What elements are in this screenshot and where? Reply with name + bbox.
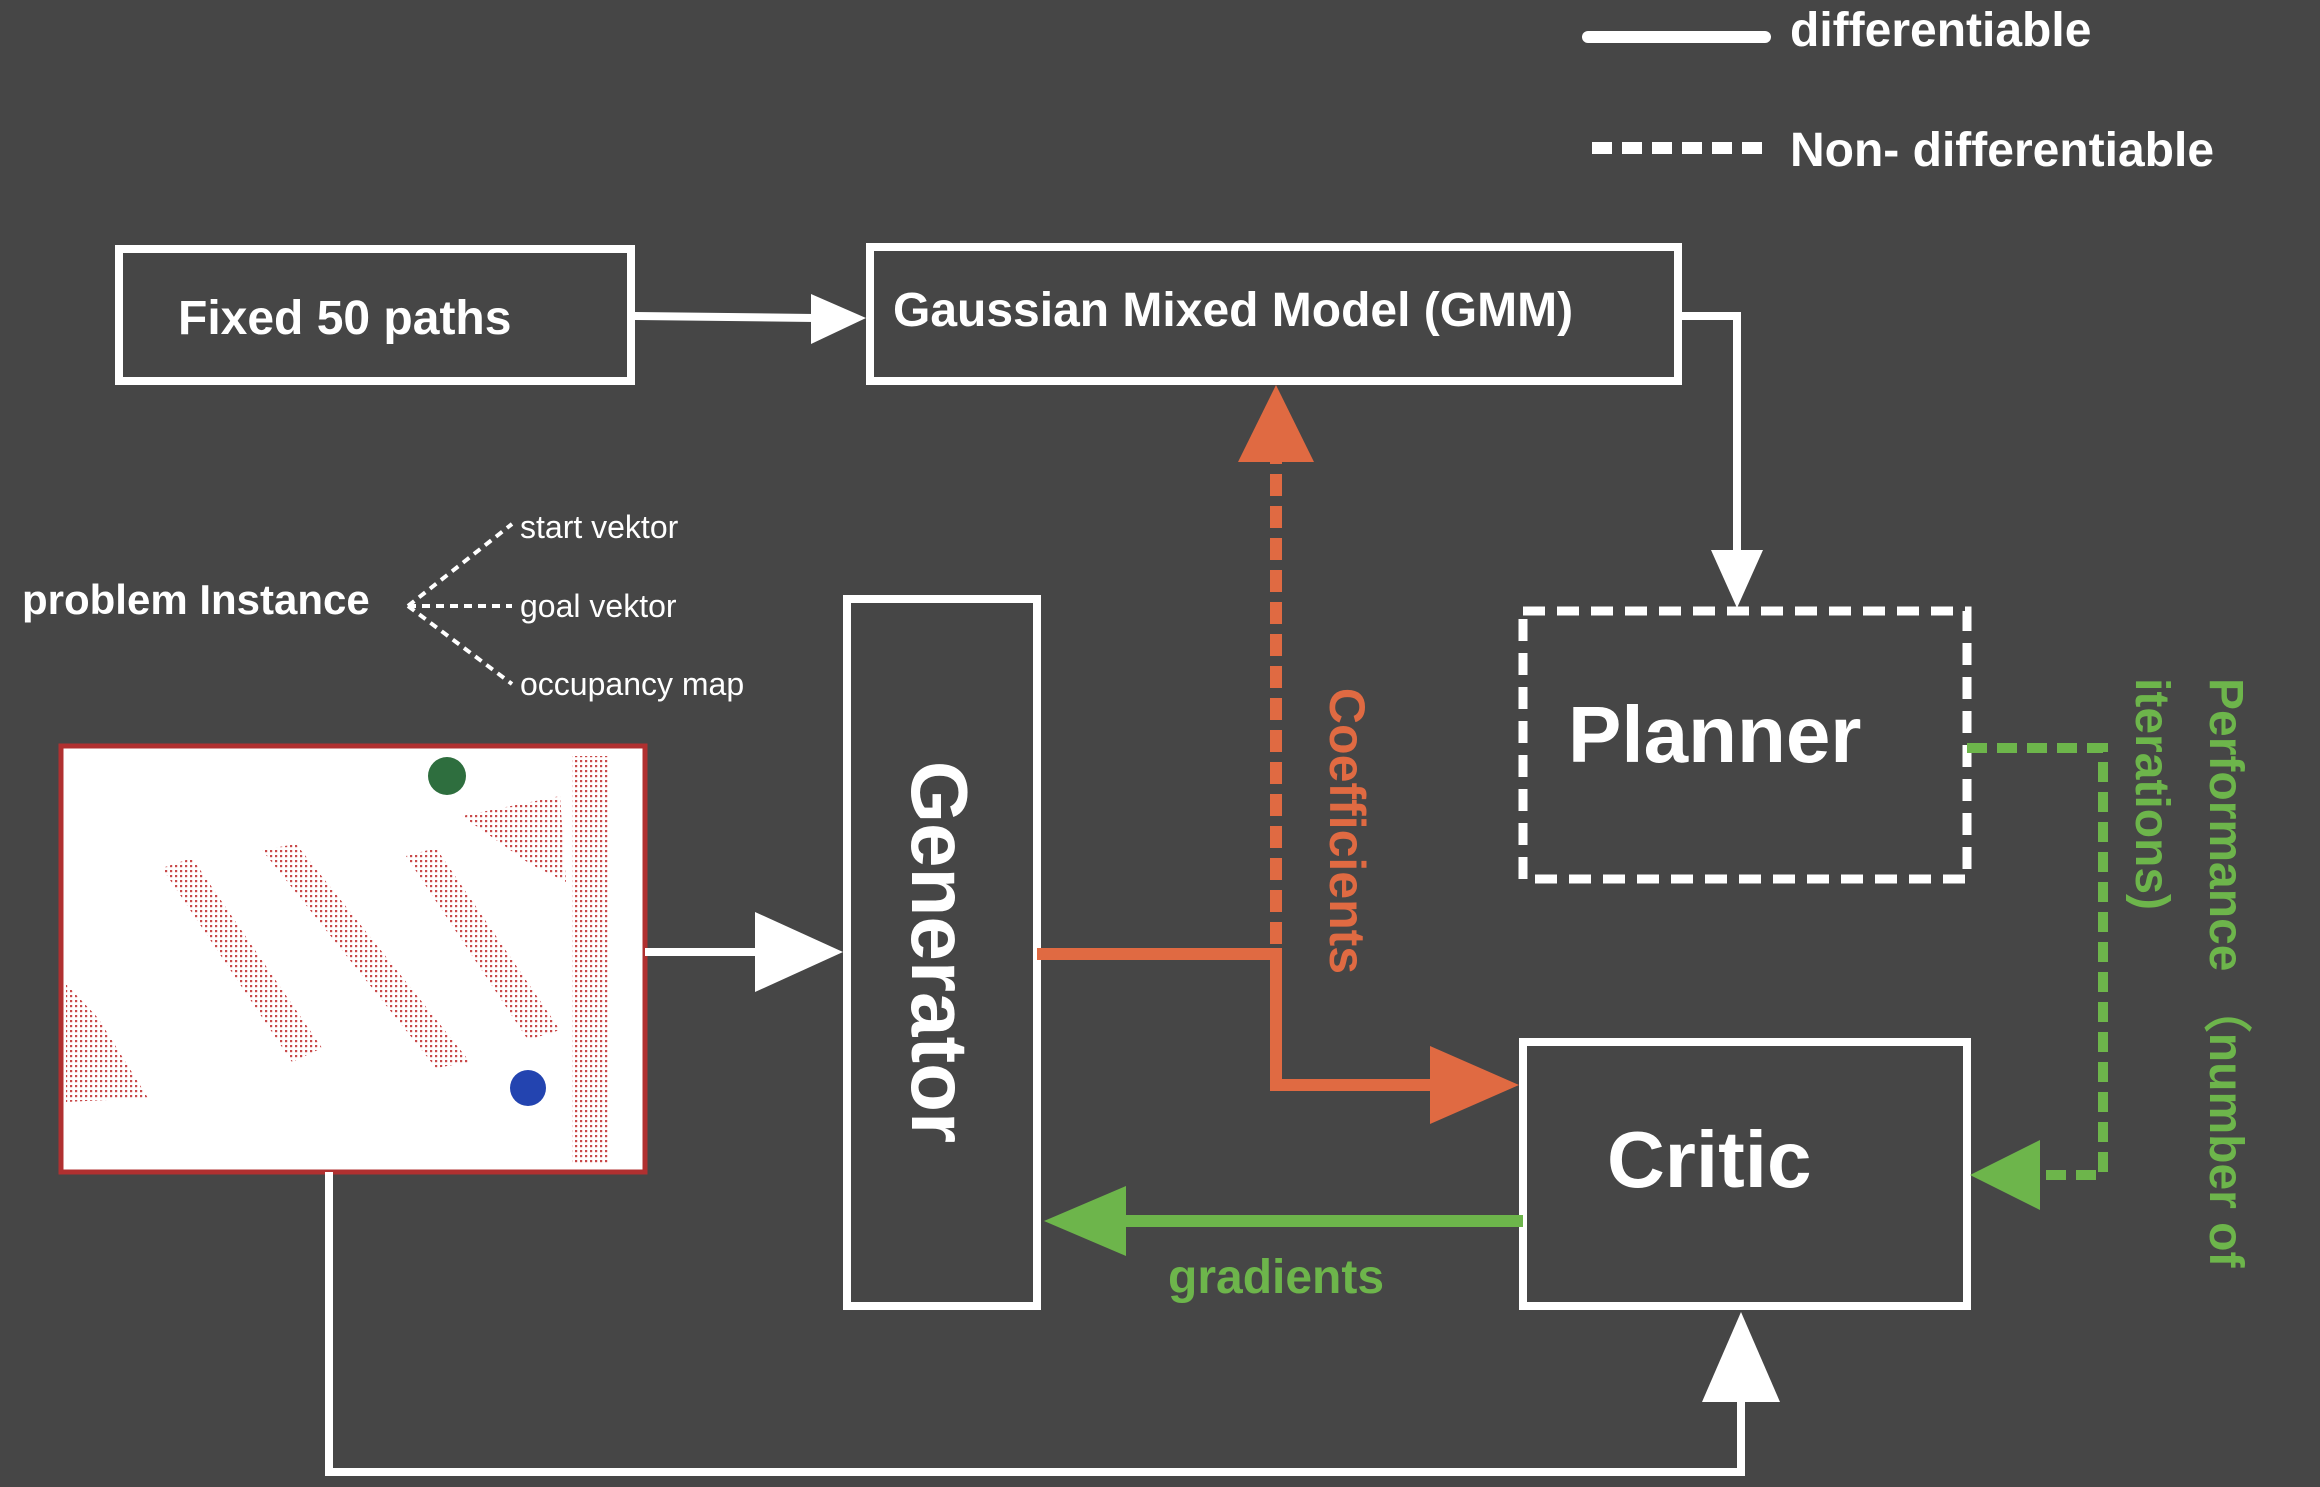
problem-instance: problem Instance start vektor goal vekto… xyxy=(22,509,744,702)
edge-generator-to-critic-arrowhead xyxy=(1430,1046,1519,1124)
generator-node: Generator xyxy=(843,595,1041,1310)
performance-label-line1: Performance （number of xyxy=(2199,678,2252,1268)
edge-gmm-to-planner-arrowhead xyxy=(1711,550,1763,608)
gmm-label: Gaussian Mixed Model (GMM) xyxy=(893,284,1573,337)
problem-instance-label: problem Instance xyxy=(22,576,370,623)
problem-item-start: start vektor xyxy=(520,509,679,545)
orange-edges: Coefficients xyxy=(1037,385,1519,1124)
edge-planner-to-critic-dashed xyxy=(1967,743,2108,1180)
edge-generator-to-gmm-arrowhead xyxy=(1238,385,1314,462)
obstacle-5 xyxy=(572,756,610,1164)
goal-marker xyxy=(510,1070,546,1106)
generator-label: Generator xyxy=(895,761,984,1143)
critic-box xyxy=(1519,1038,1971,1310)
legend: differentiable Non- differentiable xyxy=(1582,4,2214,177)
legend-dashed-label: Non- differentiable xyxy=(1790,124,2214,177)
problem-item-goal: goal vektor xyxy=(520,588,677,624)
edge-critic-to-generator-arrowhead xyxy=(1044,1186,1126,1256)
planner-node: Planner xyxy=(1518,606,1972,884)
performance-label-line2: iterations) xyxy=(2125,678,2178,910)
coefficients-label: Coefficients xyxy=(1319,688,1375,974)
edge-map-to-critic-arrowhead xyxy=(1702,1312,1780,1402)
edge-gmm-to-planner xyxy=(1678,312,1741,550)
gmm-node: Gaussian Mixed Model (GMM) xyxy=(866,243,1682,385)
start-marker xyxy=(428,757,466,795)
green-edges: gradients Performance （number of iterati… xyxy=(1044,678,2252,1304)
edge-fixed-to-gmm-arrowhead xyxy=(811,294,866,344)
occupancy-map xyxy=(58,743,648,1175)
critic-node: Critic xyxy=(1519,1038,1971,1310)
planner-label: Planner xyxy=(1568,690,1861,779)
fixed-paths-box xyxy=(115,245,635,385)
differentiable-edges xyxy=(325,294,1780,1476)
edge-fixed-to-gmm xyxy=(630,312,816,322)
edge-map-to-critic xyxy=(325,1172,1745,1476)
branch-line-start xyxy=(406,522,514,608)
obstacle-6 xyxy=(66,984,148,1102)
fixed-paths-node: Fixed 50 paths xyxy=(115,245,635,385)
edge-generator-to-critic xyxy=(1037,948,1440,1091)
gradients-label: gradients xyxy=(1168,1251,1384,1304)
fixed-paths-label: Fixed 50 paths xyxy=(178,292,511,345)
problem-item-occupancy: occupancy map xyxy=(520,666,744,702)
legend-solid-label: differentiable xyxy=(1790,4,2091,57)
edge-planner-to-critic-arrowhead xyxy=(1970,1140,2040,1210)
obstacle-3 xyxy=(406,848,560,1040)
critic-label: Critic xyxy=(1607,1115,1812,1204)
edge-map-to-generator-arrowhead xyxy=(755,912,843,992)
obstacle-4 xyxy=(462,796,566,882)
branch-line-occupancy xyxy=(406,604,514,686)
obstacle-1 xyxy=(162,858,322,1062)
obstacle-2 xyxy=(262,844,470,1068)
